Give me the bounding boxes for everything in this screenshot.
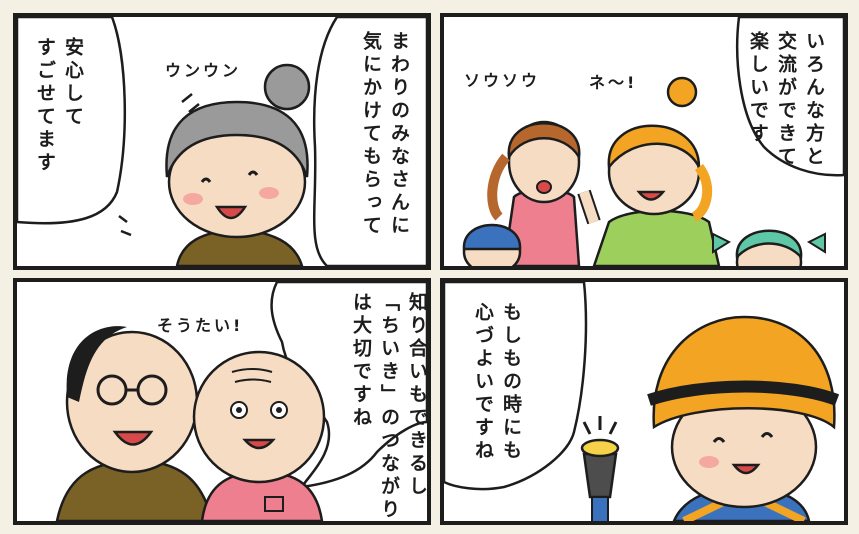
speech-bubble [736, 17, 844, 177]
speech-bubble-left [17, 17, 127, 225]
panel-grandma: 安心して すごせてます ウンウン まわりのみなさんに 気にかけてもらって [13, 13, 431, 270]
panel-kid: もしもの時にも 心づよいですね [440, 278, 848, 525]
elders-sfx: そうたい! [157, 316, 244, 335]
family-sfx-left: ソウソウ [464, 71, 541, 90]
kid-illustration [444, 282, 840, 521]
grandma-sfx: ウンウン [165, 61, 242, 80]
man-glasses-hair [66, 326, 127, 402]
panel-family: ソウソウ ネ～! いろんな方と 交流ができて 楽しいです [440, 13, 848, 270]
kid-speech: もしもの時にも 心づよいですね [472, 302, 522, 463]
elders-illustration [55, 282, 427, 521]
speech-bubble-right [312, 17, 427, 266]
grandma-illustration [17, 17, 427, 266]
grandma-speech-left: 安心して すごせてます [34, 37, 84, 175]
elders-speech: 知り合いもできるし 「ちいき」のつながり は大切ですね [350, 292, 428, 522]
girl-hair [735, 229, 803, 260]
family-sfx-right: ネ～! [589, 73, 638, 92]
family-illustration [462, 17, 844, 266]
speech-bubble [270, 282, 427, 489]
grandma-hair [165, 100, 309, 178]
woman-hair [607, 124, 701, 171]
kid-blue-helmet [462, 223, 522, 251]
flashlight-icon [580, 416, 620, 521]
grandma-hair-bun [263, 63, 311, 111]
mother-hair [507, 122, 581, 161]
speech-bubble [444, 282, 588, 491]
grandma-speech-right: まわりのみなさんに 気にかけてもらって [360, 31, 410, 238]
bald-man-face [192, 350, 326, 484]
helmet-icon [652, 315, 836, 430]
family-speech: いろんな方と 交流ができて 楽しいです [747, 31, 825, 169]
panel-elders: そうたい! 知り合いもできるし 「ちいき」のつながり は大切ですね [13, 278, 431, 525]
